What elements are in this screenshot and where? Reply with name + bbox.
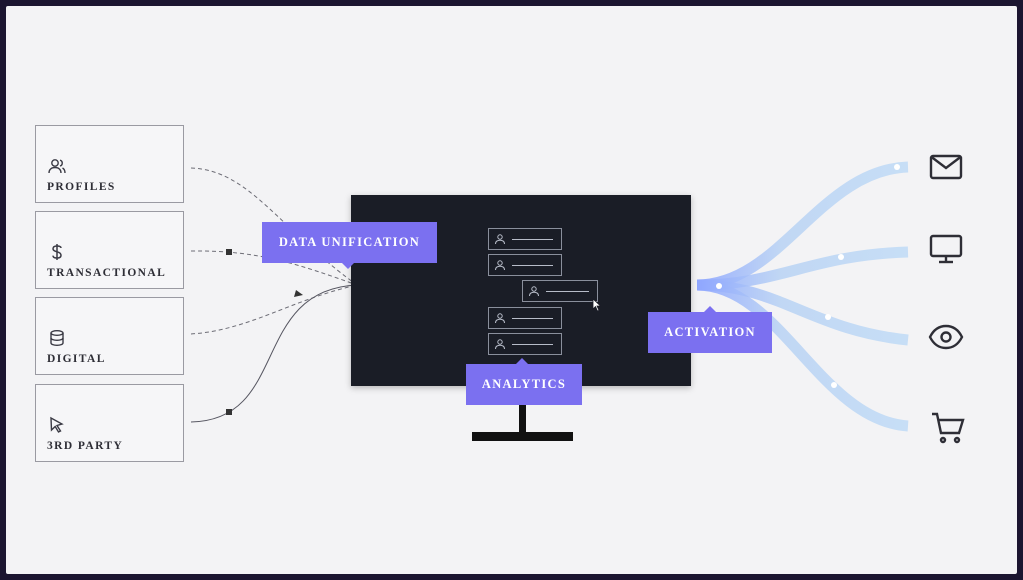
dollar-icon [52, 244, 62, 260]
profile-row-selected[interactable] [522, 280, 598, 302]
source-label: PROFILES [47, 181, 116, 193]
source-label: 3RD PARTY [47, 440, 124, 452]
cart-icon [932, 412, 965, 444]
monitor-icon [929, 234, 963, 264]
source-card-digital: DIGITAL [35, 297, 184, 375]
activation-tag: ACTIVATION [648, 306, 772, 353]
database-icon [50, 330, 64, 347]
profile-row [488, 228, 562, 250]
user-icon [495, 313, 505, 324]
source-label: DIGITAL [47, 353, 106, 365]
users-icon [48, 159, 66, 174]
profile-row [488, 307, 562, 329]
cursor-icon [50, 416, 64, 433]
eye-icon [928, 324, 964, 350]
analytics-tag: ANALYTICS [466, 358, 582, 405]
user-icon [529, 286, 539, 297]
user-icon [495, 339, 505, 350]
source-card-transactional: TRANSACTIONAL [35, 211, 184, 289]
profile-row [488, 254, 562, 276]
monitor-stand-base [472, 432, 573, 441]
profile-row [488, 333, 562, 355]
monitor-stand-neck [519, 386, 526, 434]
source-card-profiles: PROFILES [35, 125, 184, 203]
mail-icon [929, 154, 963, 180]
pointer-icon [592, 298, 602, 312]
source-label: TRANSACTIONAL [47, 267, 167, 279]
user-icon [495, 234, 505, 245]
data-unification-tag: DATA UNIFICATION [262, 222, 437, 269]
source-card-3rd-party: 3RD PARTY [35, 384, 184, 462]
user-icon [495, 260, 505, 271]
